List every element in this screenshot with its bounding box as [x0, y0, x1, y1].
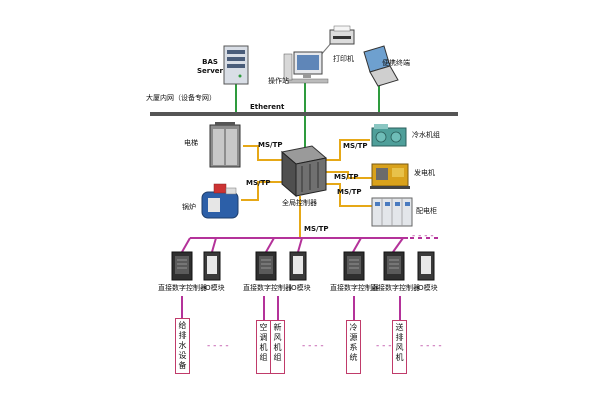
- mstp-label-bus: MS/TP: [304, 225, 329, 233]
- mstp-label-elevator: MS/TP: [258, 141, 283, 149]
- ddc-label-2: 直接数字控制器: [243, 284, 292, 292]
- operator-station-icon: [283, 51, 329, 84]
- ellipsis-3: - - - -: [376, 341, 398, 351]
- elevator-icon: [209, 122, 241, 168]
- global-controller-label: 全局控制器: [282, 199, 317, 207]
- bus-drop-6: [297, 237, 303, 253]
- ellipsis-4: - - - -: [420, 341, 442, 351]
- bas-server-label: BAS Server: [197, 58, 224, 75]
- io-label-4: IO模块: [416, 284, 438, 292]
- switchgear-icon: [371, 197, 413, 227]
- bus-drop-5: [211, 237, 217, 253]
- ddc-module-4: [383, 251, 405, 281]
- system-label-ahu: 空调机组: [256, 320, 271, 374]
- mstp-label-boiler: MS/TP: [246, 179, 271, 187]
- system-label-fresh-air: 新风机组: [270, 320, 285, 374]
- global-controller-icon: [280, 145, 328, 198]
- elevator-label: 电梯: [184, 139, 198, 147]
- switchgear-label: 配电柜: [416, 207, 437, 215]
- ddc-module-2: [255, 251, 277, 281]
- io-label-1: IO模块: [203, 284, 225, 292]
- bus-drop-1: [181, 237, 191, 253]
- generator-label: 发电机: [414, 169, 435, 177]
- generator-icon: [370, 163, 410, 189]
- ddc-label-1: 直接数字控制器: [158, 284, 207, 292]
- system-label-cold-source: 冷源系统: [346, 320, 361, 374]
- intranet-label: 大厦内网（设备专网）: [146, 94, 216, 102]
- mstp-label-switchgear: MS/TP: [337, 188, 362, 196]
- mstp-link-elevator: [243, 145, 282, 161]
- mstp-label-chiller: MS/TP: [343, 142, 368, 150]
- operator-station-label: 操作站: [268, 77, 289, 85]
- boiler-label: 锅炉: [182, 203, 196, 211]
- io-module-1: [203, 251, 221, 281]
- boiler-icon: [201, 183, 239, 219]
- ddc-module-1: [171, 251, 193, 281]
- ddc-label-3: 直接数字控制器: [330, 284, 379, 292]
- mstp-link-chiller: [322, 139, 370, 161]
- bas-server-icon: [223, 45, 249, 85]
- io-label-2: IO模块: [289, 284, 311, 292]
- printer-label: 打印机: [333, 55, 354, 63]
- mstp-label-generator: MS/TP: [334, 173, 359, 181]
- mstp-link-boiler: [241, 181, 282, 201]
- ellipsis-2: - - - -: [302, 341, 324, 351]
- mstp-link-generator: [322, 171, 372, 179]
- chiller-icon: [371, 124, 407, 147]
- bus-drop-4: [392, 237, 404, 253]
- system-label-exhaust: 送排风机: [392, 320, 407, 374]
- bus-drop-3: [352, 237, 362, 253]
- laptop-icon: [363, 45, 399, 87]
- ddc-label-4: 直接数字控制器: [371, 284, 420, 292]
- portable-terminal-label: 便携终端: [382, 59, 410, 67]
- ellipsis-top: - - - -: [412, 231, 434, 241]
- printer-icon: [329, 25, 355, 45]
- chiller-label: 冷水机组: [412, 131, 440, 139]
- bus-drop-2: [265, 237, 275, 253]
- io-module-2: [289, 251, 307, 281]
- ellipsis-1: - - - -: [207, 341, 229, 351]
- ddc-module-3: [343, 251, 365, 281]
- ethernet-label: Etherent: [250, 103, 285, 111]
- io-module-4: [417, 251, 435, 281]
- mstp-link-switchgear: [322, 183, 372, 207]
- system-label-water: 给排水设备: [175, 318, 190, 374]
